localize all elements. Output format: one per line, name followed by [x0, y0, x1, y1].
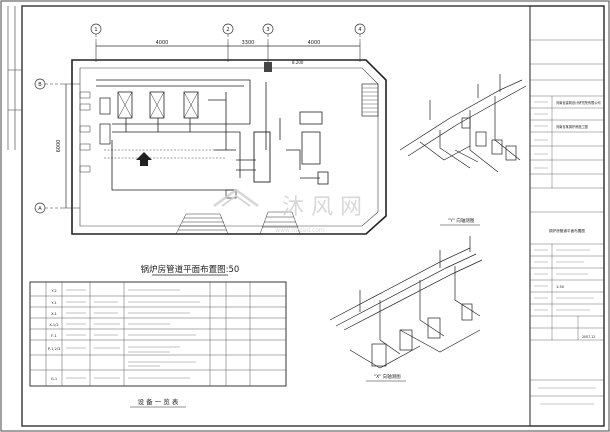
view-arrow: [136, 152, 152, 166]
scale: 1:50: [556, 285, 565, 289]
isometric-view-y: [399, 74, 527, 173]
eq-row-2-no: Y-1: [51, 301, 56, 305]
eq-row-4-no: X-1/2: [49, 323, 58, 327]
chimney: [264, 62, 272, 72]
axis-label-3: 3: [266, 27, 269, 33]
watermark-text: 沐 风 网: [282, 195, 362, 220]
tanks: [225, 111, 329, 199]
axis-label-4: 4: [358, 27, 361, 33]
axis-bubbles-left: 6000 B A: [34, 78, 80, 214]
eq-row-3-no: X-1: [51, 312, 57, 316]
boiler-units: [99, 91, 199, 145]
date: 2007.12: [582, 335, 595, 339]
binding-strip: [7, 6, 22, 150]
eq-row-6-no: P-1,2/3: [48, 347, 61, 351]
axis-label-b: B: [38, 82, 42, 88]
drawing-name: 锅炉房管道平面布置图: [549, 228, 585, 233]
equipment-tags: [79, 91, 91, 173]
company-name: 河南省建筑设计研究院有限公司: [556, 100, 601, 105]
level-mark: 8.200: [292, 60, 304, 65]
watermark-url: www.mfcad.com: [275, 227, 325, 234]
inner-wall: [79, 67, 379, 227]
pipe-dashed: [104, 149, 230, 159]
dim-top-2: 3300: [242, 40, 255, 46]
entrance-steps: [175, 211, 301, 235]
project-name: 河南省某锅炉房施工图: [556, 124, 588, 129]
top-dimension-line: 4000 3300 4000: [95, 40, 361, 62]
iso-x-label: "X" 向轴测图: [374, 373, 401, 380]
equipment-table: Y-2 Y-1 X-1 X-1/2 F-1 P-1,2/3 G-1 设 备 一 …: [29, 281, 287, 408]
axis-label-a: A: [38, 206, 42, 212]
title-block: 河南省建筑设计研究院有限公司 河南省某锅炉房施工图 锅炉房管道平面布置图 1:5…: [529, 5, 605, 427]
boiler-room-plan: 4000 3300 4000 1 2 3 4 6000: [34, 23, 387, 276]
dim-top-1: 4000: [156, 40, 169, 46]
dim-left: 6000: [56, 140, 62, 153]
eq-row-1-no: Y-2: [51, 289, 56, 293]
axis-label-1: 1: [94, 27, 97, 33]
pipe-network: [96, 79, 320, 191]
axis-bubbles-top: 1 2 3 4: [90, 23, 366, 42]
dim-top-3: 4000: [308, 40, 321, 46]
axis-label-2: 2: [226, 27, 229, 33]
stair-right: [361, 83, 379, 117]
plan-title: 锅炉房管道平面布置图:50: [141, 264, 240, 275]
iso-y-label: "Y" 向轴测图: [448, 217, 475, 224]
watermark: 沐 风 网 www.mfcad.com: [213, 188, 362, 234]
outer-wall: [71, 59, 387, 235]
equipment-table-title: 设 备 一 览 表: [138, 397, 179, 406]
eq-row-5-no: F-1: [51, 334, 57, 338]
eq-row-7-no: G-1: [51, 377, 57, 381]
isometric-view-x: [329, 236, 483, 369]
